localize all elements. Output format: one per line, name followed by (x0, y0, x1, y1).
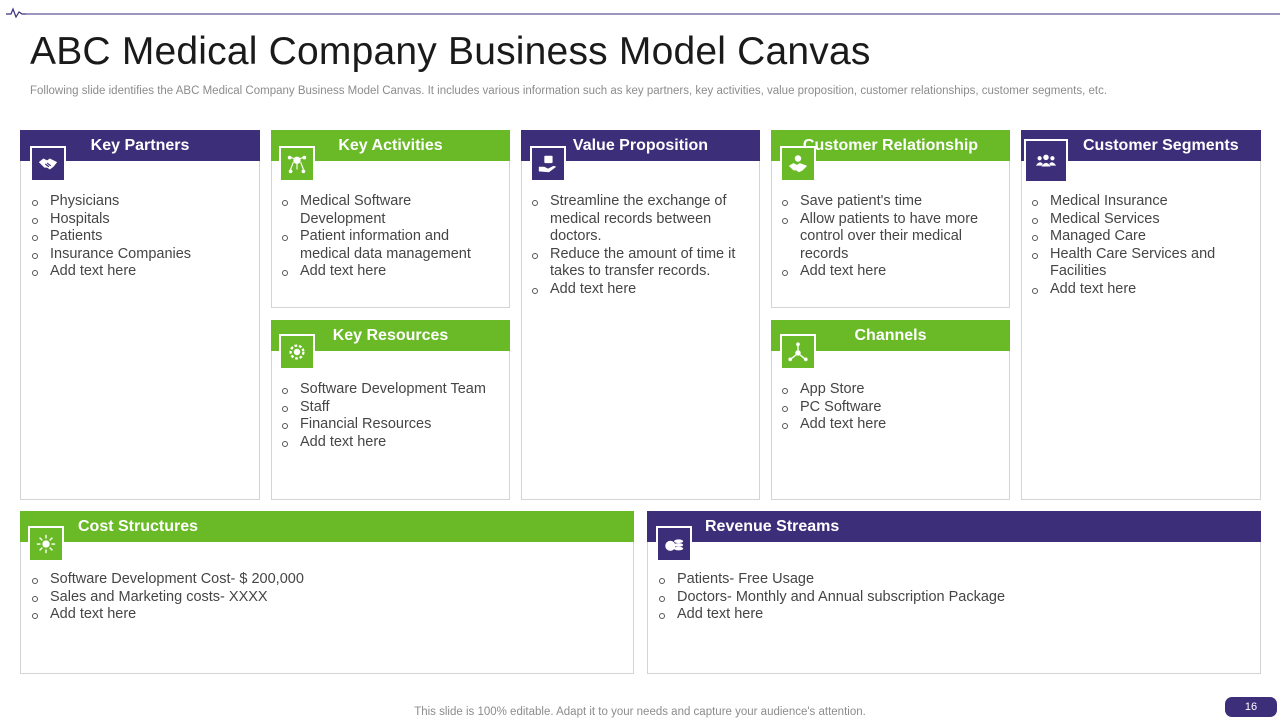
revenue-streams-header: Revenue Streams (647, 511, 1261, 542)
list-item: Health Care Services and Facilities (1031, 246, 1253, 281)
footer-note: This slide is 100% editable. Adapt it to… (414, 706, 866, 718)
list-item: Allow patients to have more control over… (781, 211, 1001, 264)
list-item: Add text here (531, 281, 746, 299)
value-proposition-box: Value Proposition Streamline the exchang… (521, 130, 760, 500)
list-item: Streamline the exchange of medical recor… (531, 193, 746, 246)
slide-title: ABC Medical Company Business Model Canva… (30, 30, 871, 73)
slide-subtitle: Following slide identifies the ABC Medic… (30, 85, 1108, 97)
deal-handshake-icon (780, 146, 816, 182)
customer-segments-list: Medical Insurance Medical Services Manag… (1031, 193, 1253, 299)
list-item: Add text here (781, 416, 1001, 434)
key-activities-list: Medical Software Development Patient inf… (281, 193, 491, 281)
list-item: Medical Software Development (281, 193, 491, 228)
list-item: Physicians (31, 193, 251, 211)
revenue-streams-list: Patients- Free Usage Doctors- Monthly an… (658, 571, 1248, 624)
list-item: Software Development Cost- $ 200,000 (31, 571, 621, 589)
list-item: Add text here (781, 263, 1001, 281)
list-item: Save patient's time (781, 193, 1001, 211)
list-item: Sales and Marketing costs- XXXX (31, 589, 621, 607)
customer-segments-box: Customer Segments Medical Insurance Medi… (1021, 130, 1261, 500)
cost-burst-icon (28, 526, 64, 562)
channels-list: App Store PC Software Add text here (781, 381, 1001, 434)
page-number-badge: 16 (1225, 697, 1277, 717)
key-activities-title: Key Activities (338, 136, 443, 154)
list-item: Add text here (31, 606, 621, 624)
customer-relationship-list: Save patient's time Allow patients to ha… (781, 193, 1001, 281)
key-resources-list: Software Development Team Staff Financia… (281, 381, 503, 451)
people-group-icon (1024, 139, 1068, 183)
cost-structures-box: Cost Structures Software Development Cos… (20, 511, 634, 674)
list-item: Add text here (281, 434, 503, 452)
list-item: Reduce the amount of time it takes to tr… (531, 246, 746, 281)
revenue-streams-title: Revenue Streams (705, 517, 840, 535)
list-item: Patients (31, 228, 251, 246)
key-resources-title: Key Resources (332, 326, 449, 344)
list-item: Software Development Team (281, 381, 503, 399)
customer-relationship-box: Customer Relationship Save patient's tim… (771, 130, 1010, 308)
list-item: Add text here (31, 263, 251, 281)
list-item: Hospitals (31, 211, 251, 229)
key-partners-title: Key Partners (90, 136, 190, 154)
channels-box: Channels App Store PC Software Add text … (771, 320, 1010, 500)
list-item: Insurance Companies (31, 246, 251, 264)
customer-segments-title: Customer Segments (1083, 136, 1239, 154)
list-item: App Store (781, 381, 1001, 399)
key-resources-box: Key Resources Software Development Team … (271, 320, 510, 500)
list-item: Staff (281, 399, 503, 417)
key-activities-box: Key Activities Medical Software Developm… (271, 130, 510, 308)
list-item: Patient information and medical data man… (281, 228, 491, 263)
value-proposition-list: Streamline the exchange of medical recor… (531, 193, 746, 299)
channels-title: Channels (854, 326, 927, 344)
top-decorative-line (6, 7, 1280, 18)
value-proposition-title: Value Proposition (572, 136, 709, 154)
handshake-icon (30, 146, 66, 182)
cost-structures-list: Software Development Cost- $ 200,000 Sal… (31, 571, 621, 624)
list-item: Add text here (658, 606, 1248, 624)
list-item: Financial Resources (281, 416, 503, 434)
cost-structures-header: Cost Structures (20, 511, 634, 542)
coins-stack-icon (656, 526, 692, 562)
customer-relationship-title: Customer Relationship (802, 136, 979, 154)
activities-network-icon (279, 146, 315, 182)
cost-structures-title: Cost Structures (78, 517, 199, 535)
list-item: Managed Care (1031, 228, 1253, 246)
revenue-streams-box: Revenue Streams Patients- Free Usage Doc… (647, 511, 1261, 674)
hand-offer-icon (530, 146, 566, 182)
list-item: PC Software (781, 399, 1001, 417)
gear-people-icon (279, 334, 315, 370)
list-item: Medical Insurance (1031, 193, 1253, 211)
key-partners-list: Physicians Hospitals Patients Insurance … (31, 193, 251, 281)
list-item: Medical Services (1031, 211, 1253, 229)
key-partners-box: Key Partners Physicians Hospitals Patien… (20, 130, 260, 500)
list-item: Add text here (1031, 281, 1253, 299)
network-hub-icon (780, 334, 816, 370)
list-item: Patients- Free Usage (658, 571, 1248, 589)
list-item: Doctors- Monthly and Annual subscription… (658, 589, 1248, 607)
list-item: Add text here (281, 263, 491, 281)
